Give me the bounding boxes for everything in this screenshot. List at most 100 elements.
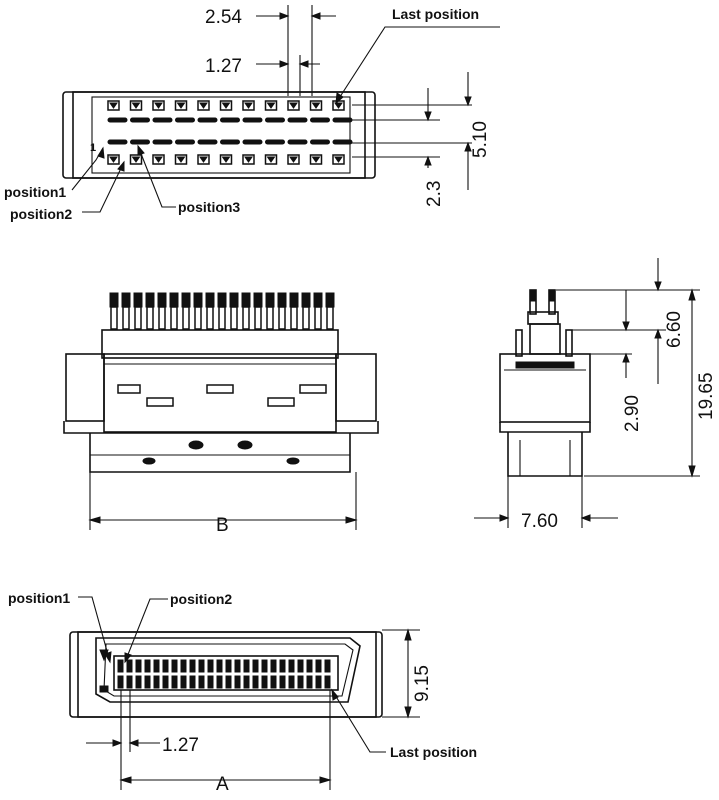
solder-tail — [253, 292, 263, 308]
solder-tail-body — [218, 306, 226, 330]
mating-contact — [180, 675, 187, 689]
solder-tail — [241, 292, 251, 308]
solder-tail-body — [182, 306, 190, 330]
mating-contact — [243, 659, 250, 673]
dim-19-65: 19.65 — [696, 372, 717, 420]
mating-contact — [171, 659, 178, 673]
mating-contact-row-2 — [117, 675, 331, 689]
mating-contact — [261, 659, 268, 673]
mating-contact — [153, 659, 160, 673]
contact-pin — [176, 102, 186, 109]
mating-contact — [126, 659, 133, 673]
contact-pin — [176, 156, 186, 163]
mating-contact — [144, 675, 151, 689]
contact-pin — [244, 102, 253, 109]
top-pin-row-4 — [107, 154, 345, 165]
mating-contact — [279, 675, 286, 689]
dim-pitch-2-54: 2.54 — [205, 7, 242, 28]
dim-b: B — [216, 515, 229, 536]
dim-6-60: 6.60 — [664, 311, 685, 348]
solder-tail — [133, 292, 143, 308]
solder-tail — [157, 292, 167, 308]
solder-tail-body — [326, 306, 334, 330]
solder-tail-body — [146, 306, 154, 330]
solder-tail — [265, 292, 275, 308]
contact-slot — [130, 117, 150, 123]
contact-pin — [221, 156, 231, 163]
contact-pin — [311, 102, 321, 109]
mating-contact — [279, 659, 286, 673]
solder-tail-body — [302, 306, 310, 330]
mating-contact — [144, 659, 151, 673]
contact-slot — [175, 139, 195, 145]
contact-slot — [220, 139, 240, 145]
top-pin-row-2 — [107, 117, 353, 123]
mating-contact — [288, 675, 295, 689]
mating-contact — [288, 659, 295, 673]
mating-contact — [171, 675, 178, 689]
mating-contact — [135, 675, 142, 689]
mating-contact — [270, 675, 277, 689]
contact-pin — [199, 102, 208, 109]
solder-tail — [217, 292, 227, 308]
top-position1-label: position1 — [4, 184, 66, 200]
mating-contact — [270, 659, 277, 673]
contact-slot — [220, 117, 240, 123]
mating-contact — [315, 675, 322, 689]
mating-contact — [234, 675, 241, 689]
mating-position1-label: position1 — [8, 590, 70, 606]
mating-contact — [324, 675, 331, 689]
solder-tail — [145, 292, 155, 308]
mating-contact — [162, 675, 169, 689]
contact-slot — [107, 139, 128, 145]
top-position2-label: position2 — [10, 206, 72, 222]
mating-contact — [135, 659, 142, 673]
solder-tail — [121, 292, 131, 308]
solder-tail — [325, 292, 335, 308]
contact-pin — [266, 156, 276, 163]
contact-pin — [221, 102, 231, 109]
contact-slot — [265, 139, 285, 145]
mating-position2-label: position2 — [170, 591, 232, 607]
mating-contact — [207, 675, 214, 689]
mating-contact-row-1 — [117, 659, 331, 673]
solder-tail-body — [122, 306, 130, 330]
dim-9-15: 9.15 — [412, 665, 433, 702]
contact-pin — [131, 102, 141, 109]
contact-slot — [310, 139, 330, 145]
top-view: 1 2.54 1.27 Last position 5.10 — [4, 5, 500, 222]
solder-tail-body — [134, 306, 142, 330]
contact-slot — [332, 117, 353, 123]
dim-2-90: 2.90 — [622, 395, 643, 432]
solder-tail — [181, 292, 191, 308]
mating-contact — [180, 659, 187, 673]
contact-pin — [334, 156, 343, 163]
mating-contact — [162, 659, 169, 673]
pin-1-marker: 1 — [90, 142, 96, 154]
solder-tail-body — [266, 306, 274, 330]
contact-slot — [287, 117, 308, 123]
mating-contact — [117, 675, 124, 689]
mating-contact — [198, 675, 205, 689]
contact-slot — [197, 117, 218, 123]
contact-pin — [289, 156, 298, 163]
top-position3-label: position3 — [178, 199, 240, 215]
mating-view: position1 position2 9.15 1.27 Last posit… — [8, 590, 477, 795]
mating-contact — [243, 675, 250, 689]
contact-pin — [289, 102, 298, 109]
mating-dim-pitch-1-27: 1.27 — [162, 735, 199, 756]
front-view: B — [63, 292, 379, 536]
contact-pin — [109, 102, 118, 109]
dim-5-10: 5.10 — [470, 121, 491, 158]
solder-tail-body — [242, 306, 250, 330]
solder-tail-body — [278, 306, 286, 330]
front-solder-tails — [109, 292, 335, 330]
contact-pin — [244, 156, 253, 163]
contact-slot — [152, 139, 173, 145]
solder-tail-body — [254, 306, 262, 330]
mating-contact — [189, 675, 196, 689]
top-last-position-label: Last position — [392, 6, 479, 22]
contact-slot — [242, 117, 263, 123]
mating-last-position-label: Last position — [390, 744, 477, 760]
